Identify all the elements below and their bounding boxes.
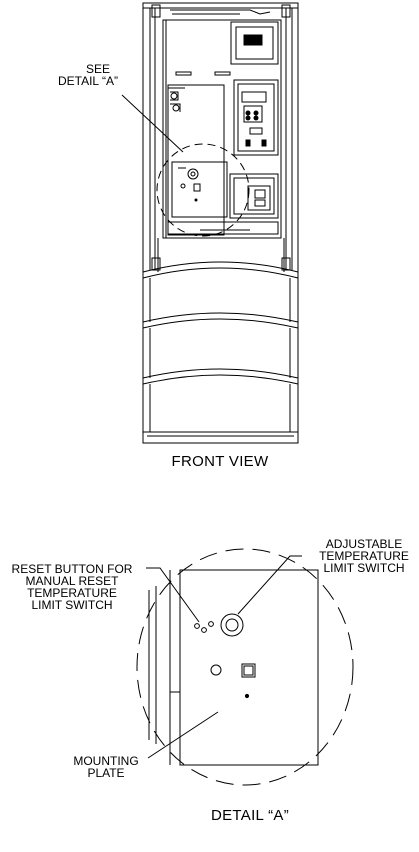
mounting-label-line1: MOUNTING [73, 754, 139, 768]
adjustable-label-line3: LIMIT SWITCH [323, 561, 405, 575]
mounting-label-line2: PLATE [87, 766, 125, 780]
detail-a-leaders [146, 555, 302, 759]
detail-a-callout-circle [156, 143, 250, 237]
reset-label-line1: RESET BUTTON FOR [11, 562, 133, 576]
reset-button-label: RESET BUTTON FOR MANUAL RESET TEMPERATUR… [0, 563, 144, 611]
detail-a-title: DETAIL “A” [210, 807, 289, 824]
see-detail-line1: SEE [85, 62, 110, 76]
mounting-plate-label: MOUNTING PLATE [66, 755, 146, 779]
reset-label-line4: LIMIT SWITCH [31, 598, 113, 612]
reset-label-line3: TEMPERATURE [27, 586, 117, 600]
reset-label-line2: MANUAL RESET [25, 574, 119, 588]
adjustable-label-line1: ADJUSTABLE [325, 537, 403, 551]
adjustable-label-line2: TEMPERATURE [319, 549, 409, 563]
front-view-cabinet [142, 2, 299, 444]
detail-a-leader [121, 94, 184, 153]
front-view-title: FRONT VIEW [171, 453, 269, 470]
adjustable-switch-label: ADJUSTABLE TEMPERATURE LIMIT SWITCH [309, 538, 419, 574]
detail-a-drawing [136, 548, 354, 786]
see-detail-line2: DETAIL “A” [57, 74, 118, 88]
see-detail-callout: SEE DETAIL “A” [50, 63, 126, 87]
